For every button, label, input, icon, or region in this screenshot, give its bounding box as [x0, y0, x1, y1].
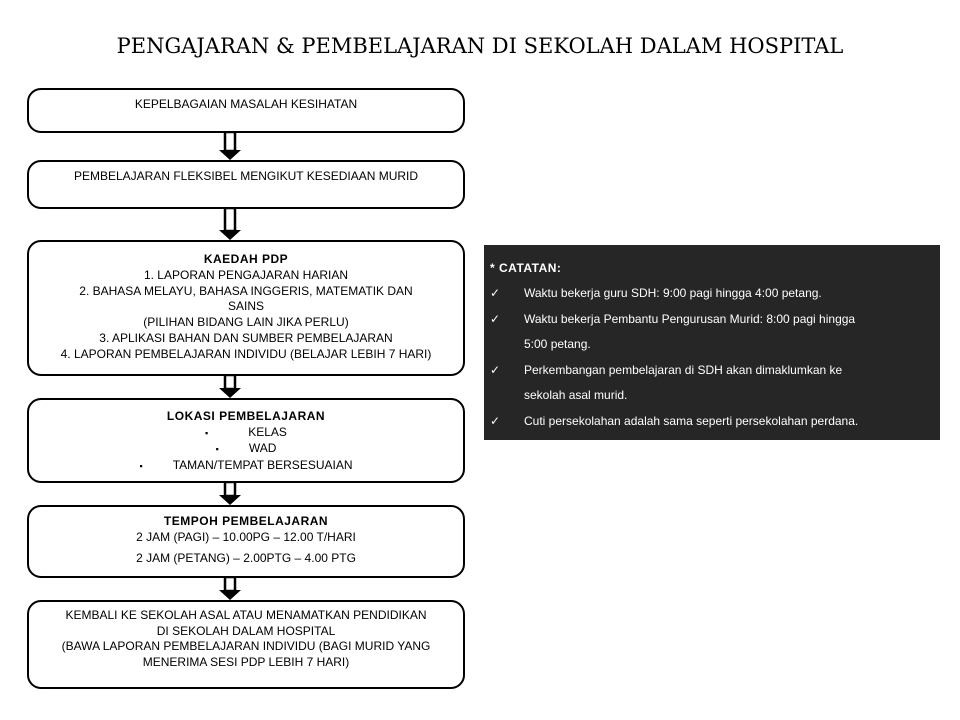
- box-text: KEPELBAGAIAN MASALAH KESIHATAN: [134, 97, 358, 111]
- note-item: ✓ Waktu bekerja Pembantu Pengurusan Murid…: [490, 307, 934, 333]
- box-line: (PILIHAN BIDANG LAIN JIKA PERLU): [143, 315, 349, 330]
- flow-box-learning-location: LOKASI PEMBELAJARAN ▪ KELAS ▪ WAD ▪ TAMAN/T…: [27, 398, 465, 483]
- flow-box-learning-duration: TEMPOH PEMBELAJARAN 2 JAM (PAGI) – 10.00…: [27, 505, 465, 578]
- list-item: ▪ TAMAN/TEMPAT BERSESUAIAN: [29, 458, 463, 475]
- note-item-continued: 5:00 petang.: [490, 332, 934, 358]
- note-item: ✓ Cuti persekolahan adalah sama seperti p…: [490, 409, 934, 435]
- item-text: KELAS: [248, 424, 287, 439]
- note-text: Waktu bekerja guru SDH: 9:00 pagi hingga…: [524, 286, 822, 300]
- box-line: 3. APLIKASI BAHAN DAN SUMBER PEMBELAJARA…: [99, 330, 393, 345]
- down-arrow-icon: [219, 208, 241, 240]
- box-line: 2 JAM (PAGI) – 10.00PG – 12.00 T/HARI: [136, 529, 356, 544]
- note-text: Perkembangan pembelajaran di SDH akan di…: [524, 362, 843, 377]
- note-item: ✓ Perkembangan pembelajaran di SDH akan d…: [490, 358, 934, 384]
- note-item: ✓ Waktu bekerja guru SDH: 9:00 pagi hingg…: [490, 281, 934, 307]
- box-line: 2 JAM (PETANG) – 2.00PTG – 4.00 PTG: [136, 551, 356, 565]
- bullet-icon: ▪: [205, 427, 209, 438]
- check-icon: ✓: [490, 362, 501, 377]
- check-icon: ✓: [490, 413, 501, 428]
- box-line: MENERIMA SESI PDP LEBIH 7 HARI): [142, 654, 350, 669]
- check-icon: ✓: [490, 311, 501, 326]
- flow-box-pdp-method: KAEDAH PDP 1. LAPORAN PENGAJARAN HARIAN …: [27, 240, 465, 376]
- flow-box-return-school: KEMBALI KE SEKOLAH ASAL ATAU MENAMATKAN …: [27, 600, 465, 689]
- box-line: SAINS: [227, 299, 264, 314]
- item-text: WAD: [248, 441, 277, 455]
- flow-box-flexible-learning: PEMBELAJARAN FLEKSIBEL MENGIKUT KESEDIAA…: [27, 160, 465, 209]
- down-arrow-icon: [219, 375, 241, 398]
- item-text: TAMAN/TEMPAT BERSESUAIAN: [172, 457, 353, 472]
- note-text: 5:00 petang.: [524, 337, 591, 351]
- bullet-icon: ▪: [139, 460, 143, 471]
- box-heading: LOKASI PEMBELAJARAN: [166, 409, 326, 423]
- box-heading: KAEDAH PDP: [203, 252, 289, 266]
- box-line: 2. BAHASA MELAYU, BAHASA INGGERIS, MATEM…: [79, 283, 413, 298]
- note-item-continued: sekolah asal murid.: [490, 383, 934, 409]
- box-text: PEMBELAJARAN FLEKSIBEL MENGIKUT KESEDIAA…: [73, 169, 419, 183]
- bullet-icon: ▪: [215, 444, 219, 454]
- list-item: ▪ WAD: [29, 441, 463, 458]
- note-text: sekolah asal murid.: [524, 388, 628, 402]
- notes-panel: * CATATAN: ✓ Waktu bekerja guru SDH: 9:00…: [484, 245, 940, 440]
- box-line: (BAWA LAPORAN PEMBELAJARAN INDIVIDU (BAG…: [61, 639, 431, 653]
- box-heading: TEMPOH PEMBELAJARAN: [163, 514, 329, 528]
- down-arrow-icon: [219, 577, 241, 600]
- note-text: Cuti persekolahan adalah sama seperti pe…: [524, 413, 859, 428]
- down-arrow-icon: [219, 482, 241, 505]
- note-text: Waktu bekerja Pembantu Pengurusan Murid:…: [524, 311, 856, 326]
- box-line: 4. LAPORAN PEMBELAJARAN INDIVIDU (BELAJA…: [60, 346, 432, 361]
- check-icon: ✓: [490, 286, 501, 300]
- list-item: ▪ KELAS: [29, 425, 463, 442]
- down-arrow-icon: [219, 132, 241, 160]
- box-line: 1. LAPORAN PENGAJARAN HARIAN: [143, 267, 349, 282]
- box-line: KEMBALI KE SEKOLAH ASAL ATAU MENAMATKAN …: [65, 608, 427, 622]
- flow-box-health-problems: KEPELBAGAIAN MASALAH KESIHATAN: [27, 88, 465, 133]
- notes-heading: * CATATAN:: [490, 261, 562, 275]
- page-title: PENGAJARAN & PEMBELAJARAN DI SEKOLAH DAL…: [116, 34, 844, 58]
- box-line: DI SEKOLAH DALAM HOSPITAL: [156, 623, 336, 638]
